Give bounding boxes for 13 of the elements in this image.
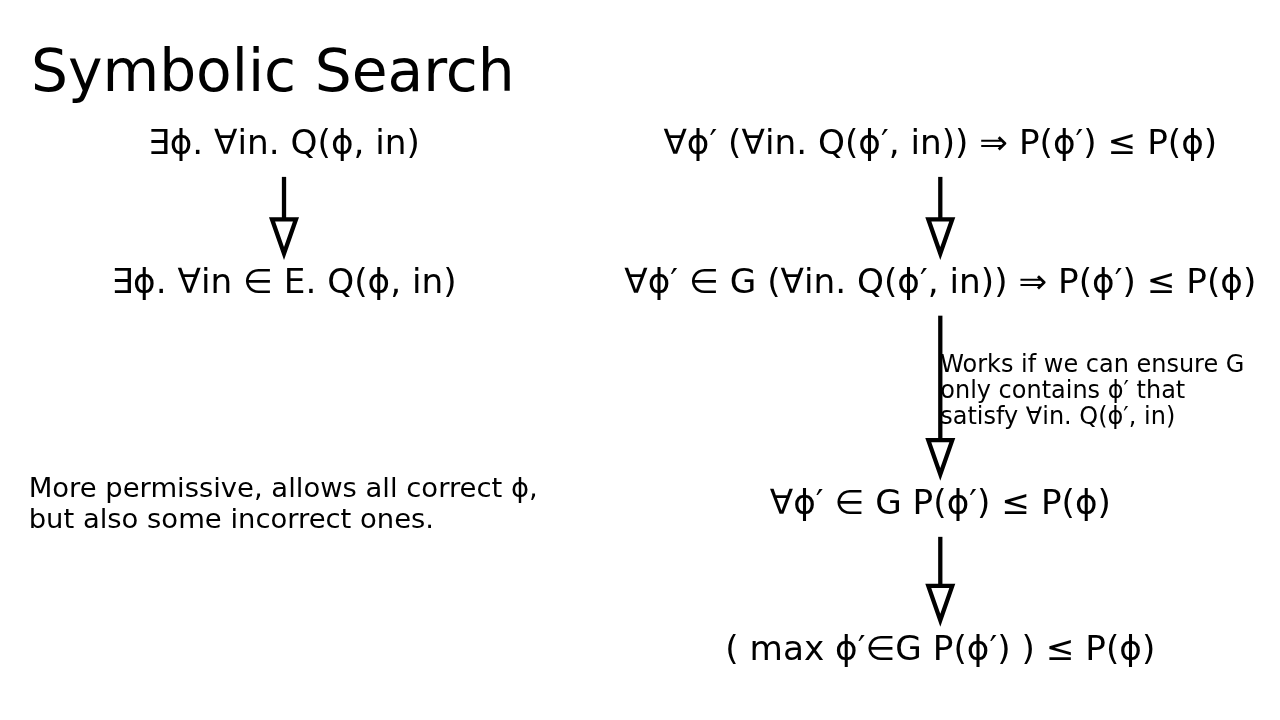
arrow — [925, 536, 956, 627]
arrow — [269, 176, 300, 261]
node-text: ∃ϕ. ∀in ∈ E. Q(ϕ, in) — [111, 261, 457, 302]
arrow — [925, 315, 956, 481]
node-text: ∀ϕ′ (∀in. Q(ϕ′, in)) ⇒ P(ϕ′) ≤ P(ϕ) — [663, 122, 1218, 163]
arrow — [925, 176, 956, 261]
node-text: ∃ϕ. ∀in. Q(ϕ, in) — [148, 122, 420, 163]
node-text: ( max ϕ′∈G P(ϕ′) ) ≤ P(ϕ) — [725, 627, 1156, 668]
node-text: ∀ϕ′ ∈ G (∀in. Q(ϕ′, in)) ⇒ P(ϕ′) ≤ P(ϕ) — [624, 261, 1257, 302]
edge-label: Works if we can ensure G only contains ϕ′ that satisfy ∀in. Q(ϕ′, in) — [940, 350, 1245, 430]
label: More permissive, allows all correct ϕ, but also some incorrect ones. — [28, 471, 538, 534]
diagram-title: Symbolic Search — [30, 37, 515, 106]
node-text: ∀ϕ′ ∈ G P(ϕ′) ≤ P(ϕ) — [769, 482, 1111, 523]
